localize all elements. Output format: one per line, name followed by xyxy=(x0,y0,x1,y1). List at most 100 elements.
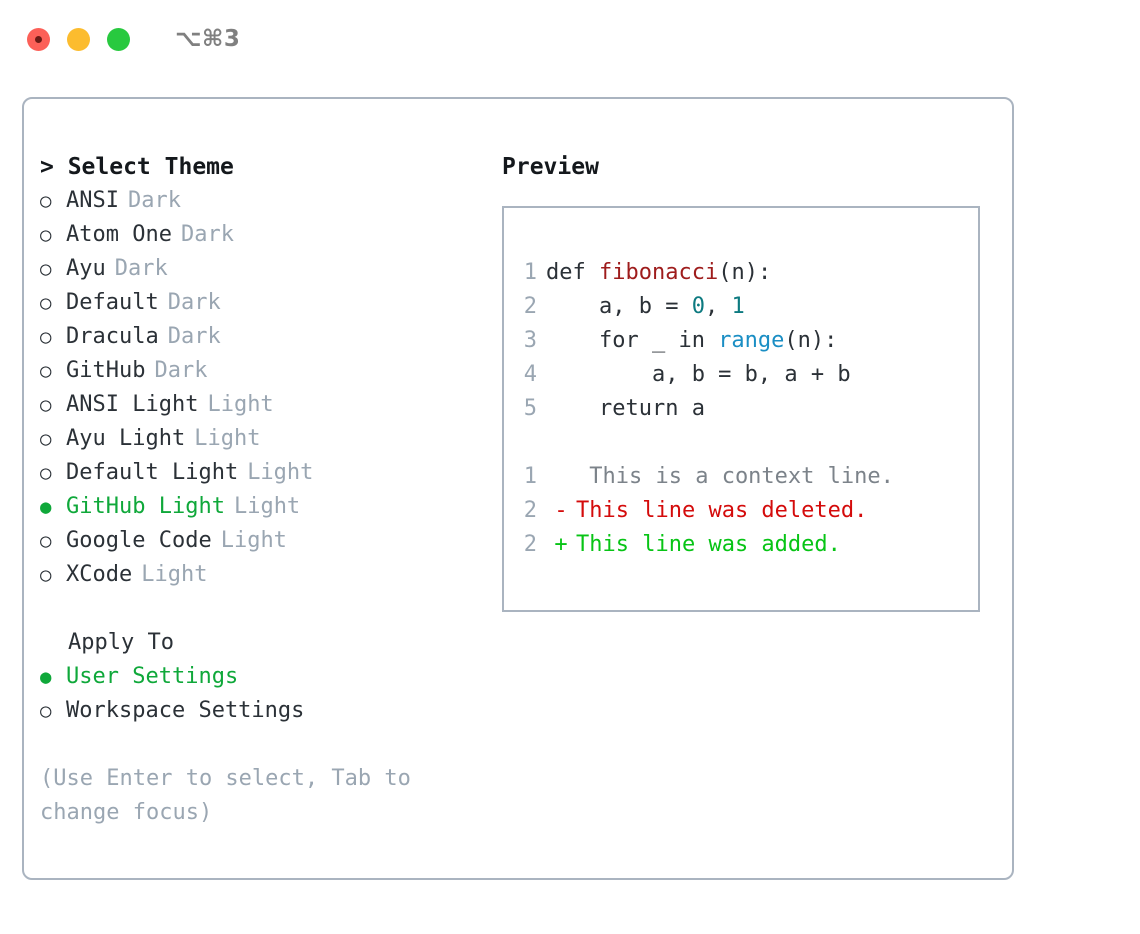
keyboard-shortcut-label: ⌥⌘3 xyxy=(175,26,241,52)
code-token-call: range xyxy=(718,328,785,353)
code-token-number: 0 xyxy=(691,294,705,319)
theme-option-label: Ayu xyxy=(66,256,106,281)
theme-option-ansi-light[interactable]: ○ ANSI Light Light xyxy=(40,388,480,422)
radio-selected-icon: ● xyxy=(40,666,52,688)
code-line-number: 3 xyxy=(523,328,537,353)
diff-line-number: 2 xyxy=(523,498,537,523)
diff-line-number: 2 xyxy=(523,532,537,557)
code-line: 2 a, b = 0, 1 xyxy=(504,290,978,324)
radio-selected-icon: ● xyxy=(40,496,52,518)
radio-unselected-icon: ○ xyxy=(40,428,52,450)
diff-sample: 1 This is a context line.2-This line was… xyxy=(504,460,978,562)
theme-option-github-light[interactable]: ● GitHub Light Light xyxy=(40,490,480,524)
radio-unselected-icon: ○ xyxy=(40,564,52,586)
theme-option-category: Dark xyxy=(167,324,221,349)
minimize-window-icon[interactable] xyxy=(67,27,90,51)
apply-to-option-workspace-settings[interactable]: ○ Workspace Settings xyxy=(40,694,480,728)
diff-sign: + xyxy=(554,532,568,557)
theme-option-ansi[interactable]: ○ ANSI Dark xyxy=(40,184,480,218)
code-line-number: 5 xyxy=(523,396,537,421)
diff-sign: - xyxy=(554,498,568,523)
theme-option-category: Light xyxy=(141,562,208,587)
hint-spacer xyxy=(40,728,480,762)
keyboard-hint-text: (Use Enter to select, Tab to change focu… xyxy=(40,766,411,825)
theme-option-category: Dark xyxy=(114,256,168,281)
apply-to-option-label: Workspace Settings xyxy=(66,698,305,723)
code-token-plain: return a xyxy=(546,396,705,421)
theme-option-dracula[interactable]: ○ Dracula Dark xyxy=(40,320,480,354)
theme-option-xcode[interactable]: ○ XCode Light xyxy=(40,558,480,592)
diff-line-context: 1 This is a context line. xyxy=(504,460,978,494)
code-token-plain: def xyxy=(546,260,599,285)
theme-option-label: ANSI Light xyxy=(66,392,199,417)
code-line: 4 a, b = b, a + b xyxy=(504,358,978,392)
diff-line-text: This line was added. xyxy=(576,532,841,557)
theme-option-category: Dark xyxy=(127,188,181,213)
theme-option-category: Light xyxy=(220,528,287,553)
theme-option-category: Dark xyxy=(167,290,221,315)
radio-unselected-icon: ○ xyxy=(40,292,52,314)
code-token-plain: for _ in xyxy=(546,328,719,353)
preview-heading: Preview xyxy=(502,154,599,180)
theme-option-category: Light xyxy=(207,392,274,417)
radio-unselected-icon: ○ xyxy=(40,258,52,280)
code-token-plain: , xyxy=(704,294,732,319)
code-line-number: 1 xyxy=(523,260,537,285)
code-line-number: 2 xyxy=(523,294,537,319)
theme-option-label: Dracula xyxy=(66,324,159,349)
code-token-plain: a, b = xyxy=(546,294,692,319)
diff-sign xyxy=(546,460,576,494)
theme-option-ayu[interactable]: ○ Ayu Dark xyxy=(40,252,480,286)
radio-unselected-icon: ○ xyxy=(40,326,52,348)
title-bar: ⌥⌘3 xyxy=(0,0,1140,78)
theme-option-label: Google Code xyxy=(66,528,212,553)
code-line: 1 def fibonacci(n): xyxy=(504,256,978,290)
theme-option-label: Atom One xyxy=(66,222,172,247)
code-token-number: 1 xyxy=(731,294,745,319)
close-window-icon[interactable] xyxy=(27,27,50,51)
theme-option-label: Default Light xyxy=(66,460,239,485)
code-line: 5 return a xyxy=(504,392,978,426)
diff-line-number: 1 xyxy=(523,464,537,489)
theme-option-category: Light xyxy=(247,460,314,485)
radio-unselected-icon: ○ xyxy=(40,190,52,212)
diff-spacer xyxy=(504,426,978,460)
code-token-plain: a, b = b, a + b xyxy=(546,362,851,387)
code-token-plain: (n): xyxy=(784,328,838,353)
theme-option-label: Ayu Light xyxy=(66,426,186,451)
theme-option-label: ANSI xyxy=(66,188,119,213)
code-line-number: 4 xyxy=(523,362,537,387)
window-controls xyxy=(27,27,130,51)
apply-to-list[interactable]: ● User Settings ○ Workspace Settings xyxy=(40,660,480,728)
theme-option-category: Light xyxy=(233,494,301,519)
maximize-window-icon[interactable] xyxy=(107,27,130,51)
diff-line-deleted: 2-This line was deleted. xyxy=(504,494,978,528)
radio-unselected-icon: ○ xyxy=(40,700,52,722)
diff-line-added: 2 + This line was added. xyxy=(504,528,978,562)
theme-option-label: GitHub Light xyxy=(66,494,225,519)
theme-option-label: GitHub xyxy=(66,358,146,383)
apply-to-option-user-settings[interactable]: ● User Settings xyxy=(40,660,480,694)
theme-option-category: Dark xyxy=(154,358,208,383)
theme-option-label: XCode xyxy=(66,562,133,587)
theme-option-github[interactable]: ○ GitHub Dark xyxy=(40,354,480,388)
apply-to-option-label: User Settings xyxy=(66,664,239,689)
code-token-function: fibonacci xyxy=(598,260,719,285)
code-token-plain: (n): xyxy=(718,260,772,285)
diff-line-text: This line was deleted. xyxy=(576,498,868,523)
radio-unselected-icon: ○ xyxy=(40,394,52,416)
radio-unselected-icon: ○ xyxy=(40,360,52,382)
